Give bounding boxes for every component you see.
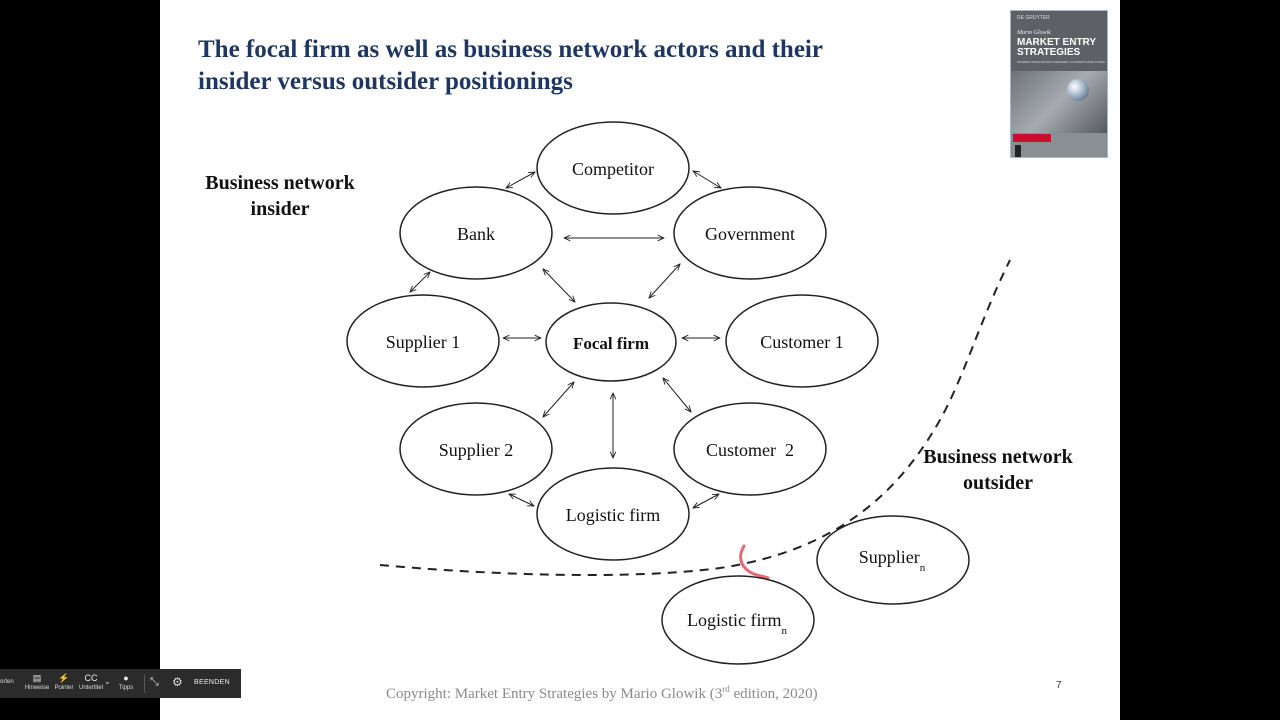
toolbar-truncated-label: orten <box>0 679 14 685</box>
captions-icon: CC <box>84 673 98 683</box>
book-title: MARKET ENTRY STRATEGIES <box>1017 38 1105 58</box>
pointer-label: Pointer <box>54 685 74 691</box>
node-customer-1-label: Customer 1 <box>760 332 844 352</box>
arrow-customer2-logistic <box>693 494 719 508</box>
tips-label: Tipps <box>118 685 134 691</box>
insider-label-line-2: insider <box>250 198 310 220</box>
tips-icon: ● <box>123 673 129 683</box>
subtitles-button[interactable]: CC Untertitel <box>77 672 105 692</box>
pen-annotation <box>739 544 770 580</box>
book-publisher: DE GRUYTER <box>1017 15 1050 21</box>
globe-icon <box>1067 79 1089 101</box>
arrow-government-focal <box>649 264 680 298</box>
node-supplier-2-label: Supplier 2 <box>439 440 514 460</box>
node-competitor: Competitor <box>536 121 690 215</box>
node-supplier-n: Suppliern <box>816 515 970 605</box>
node-logistic-firm-n-label: Logistic firmn <box>687 610 787 637</box>
toolbar-divider <box>144 674 145 693</box>
node-focal-firm-label: Focal firm <box>573 334 649 353</box>
node-customer-1: Customer 1 <box>725 294 879 388</box>
presenter-toolbar: orten ▤ Hinweise ⚡ Pointer CC Untertitel… <box>0 669 241 698</box>
node-logistic-firm-n-subscript: n <box>781 625 787 637</box>
page-number: 7 <box>1056 680 1062 691</box>
network-boundary-line <box>379 259 1011 577</box>
book-logo-mark <box>1015 145 1021 157</box>
network-diagram: Competitor Bank Government Supplier 1 Fo… <box>346 121 1011 665</box>
node-logistic-firm: Logistic firm <box>536 467 690 561</box>
book-title-line-2: STRATEGIES <box>1017 47 1081 58</box>
node-logistic-firm-n-text: Logistic firm <box>687 610 781 630</box>
node-supplier-n-label: Suppliern <box>859 547 926 574</box>
node-bank: Bank <box>399 186 553 280</box>
arrow-bank-supplier1 <box>410 272 430 292</box>
book-subtitle: INTERNATIONALIZATION THEORIES, CONCEPTS … <box>1017 60 1105 64</box>
node-customer-2-label: Customer 2 <box>706 440 794 460</box>
slide: The focal firm as well as business netwo… <box>160 0 1120 720</box>
node-supplier-2: Supplier 2 <box>399 402 553 496</box>
book-author: Mario Glowik <box>1017 30 1051 36</box>
arrow-supplier2-logistic <box>509 494 534 506</box>
notes-label: Hinweise <box>24 685 50 691</box>
pointer-icon: ⚡ <box>58 673 70 683</box>
book-cover-photo <box>1011 71 1107 133</box>
node-supplier-1-label: Supplier 1 <box>386 332 461 352</box>
title-line-1: The focal firm as well as business netwo… <box>198 36 823 63</box>
subtitles-label: Untertitel <box>78 685 103 691</box>
insider-label: Business network insider <box>190 170 370 222</box>
book-red-bar <box>1013 134 1051 142</box>
title-line-2: insider versus outsider positionings <box>198 68 573 95</box>
node-supplier-n-subscript: n <box>920 562 926 574</box>
arrow-focal-customer2 <box>663 378 691 412</box>
end-presentation-button[interactable]: BEENDEN <box>194 679 230 686</box>
arrow-bank-focal <box>543 269 575 302</box>
node-government-label: Government <box>705 224 795 244</box>
tips-button[interactable]: ● Tipps <box>112 672 140 692</box>
slide-title: The focal firm as well as business netwo… <box>198 34 958 98</box>
copyright-prefix: Copyright: Market Entry Strategies by Ma… <box>386 686 723 702</box>
copyright-superscript: rd <box>722 684 730 694</box>
arrow-competitor-bank <box>506 172 535 188</box>
notes-icon: ▤ <box>32 673 42 683</box>
outsider-label-line-1: Business network <box>923 446 1073 468</box>
node-competitor-label: Competitor <box>572 159 654 179</box>
copyright-text: Copyright: Market Entry Strategies by Ma… <box>386 684 818 703</box>
minimize-icon[interactable]: ⤡ <box>150 676 159 688</box>
insider-label-line-1: Business network <box>205 172 355 194</box>
book-cover-header <box>1011 11 1107 71</box>
node-customer-2: Customer 2 <box>673 402 827 496</box>
notes-button[interactable]: ▤ Hinweise <box>23 672 51 692</box>
arrow-focal-supplier2 <box>543 382 574 417</box>
node-bank-label: Bank <box>457 224 495 244</box>
outsider-label: Business network outsider <box>908 444 1088 496</box>
chevron-down-icon[interactable]: ⌄ <box>104 677 111 686</box>
copyright-suffix: edition, 2020) <box>729 686 818 702</box>
book-title-line-1: MARKET ENTRY <box>1017 37 1097 48</box>
node-supplier-1: Supplier 1 <box>346 294 500 388</box>
arrow-competitor-government <box>693 171 721 188</box>
node-government: Government <box>673 186 827 280</box>
node-focal-firm: Focal firm <box>545 302 677 382</box>
node-supplier-n-text: Supplier <box>859 547 920 567</box>
node-logistic-firm-n: Logistic firmn <box>661 575 815 665</box>
node-logistic-firm-label: Logistic firm <box>566 505 660 525</box>
pointer-button[interactable]: ⚡ Pointer <box>50 672 78 692</box>
outsider-label-line-2: outsider <box>963 472 1033 494</box>
book-cover-image: DE GRUYTER Mario Glowik MARKET ENTRY STR… <box>1010 10 1108 158</box>
gear-icon[interactable]: ⚙ <box>172 675 183 689</box>
